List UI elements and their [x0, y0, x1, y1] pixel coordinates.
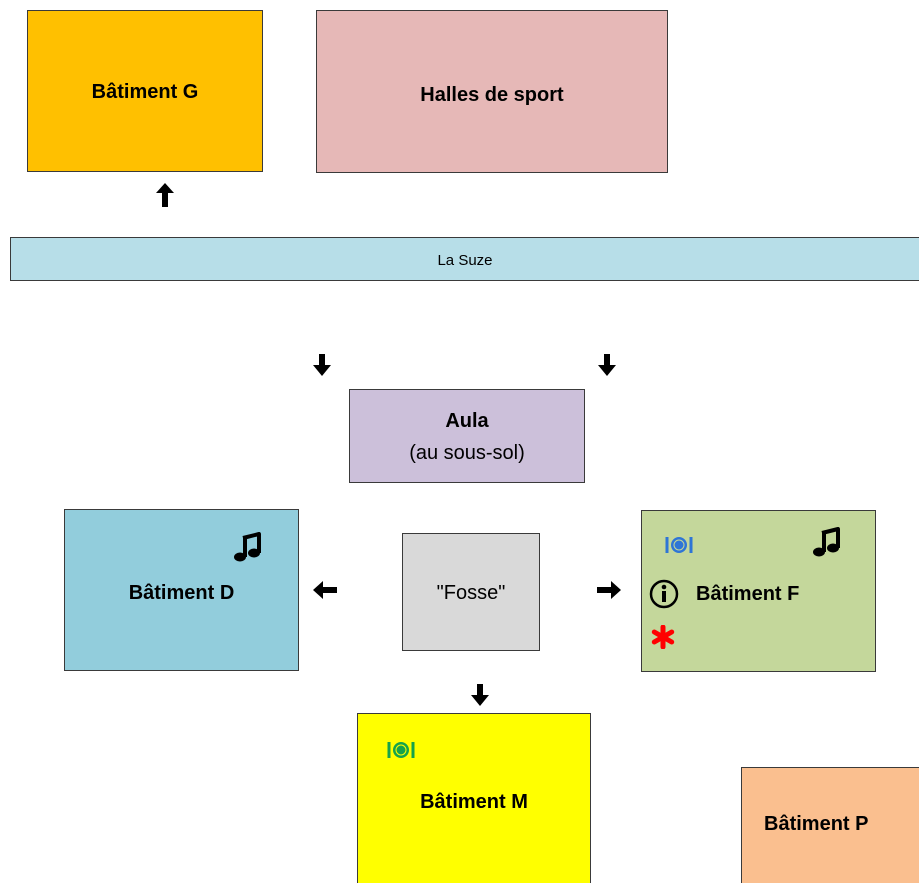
building-aula[interactable]: Aula (au sous-sol): [349, 389, 585, 483]
river-la-suze: La Suze: [10, 237, 919, 281]
building-g[interactable]: Bâtiment G: [27, 10, 263, 172]
first-aid-icon: [651, 625, 675, 649]
arrow-right-icon: [592, 575, 626, 605]
fosse-label: "Fosse": [436, 582, 506, 604]
restaurant-icon: [665, 537, 693, 553]
river-label: La Suze: [437, 252, 493, 269]
building-d-label: Bâtiment D: [128, 582, 235, 604]
restaurant-icon: [387, 742, 415, 758]
building-p-label: Bâtiment P: [764, 813, 869, 835]
fosse-area[interactable]: "Fosse": [402, 533, 540, 651]
building-p[interactable]: Bâtiment P: [741, 767, 919, 883]
aula-subtitle: (au sous-sol): [409, 442, 525, 464]
info-icon: [649, 579, 679, 609]
sport-halls-label: Halles de sport: [420, 84, 564, 106]
building-m[interactable]: Bâtiment M: [357, 713, 591, 883]
music-note-icon: [234, 532, 261, 562]
aula-title: Aula: [445, 410, 489, 432]
building-m-label: Bâtiment M: [420, 791, 528, 813]
arrow-down-icon: [307, 350, 337, 380]
building-f-label: Bâtiment F: [696, 583, 800, 605]
arrow-down-icon: [465, 680, 495, 710]
building-sport-halls[interactable]: Halles de sport: [316, 10, 668, 173]
arrow-up-icon: [150, 180, 180, 210]
building-d[interactable]: Bâtiment D: [64, 509, 299, 671]
building-g-label: Bâtiment G: [91, 81, 199, 103]
arrow-left-icon: [308, 575, 342, 605]
building-f[interactable]: Bâtiment F: [641, 510, 876, 672]
music-note-icon: [813, 527, 840, 557]
arrow-down-icon: [592, 350, 622, 380]
